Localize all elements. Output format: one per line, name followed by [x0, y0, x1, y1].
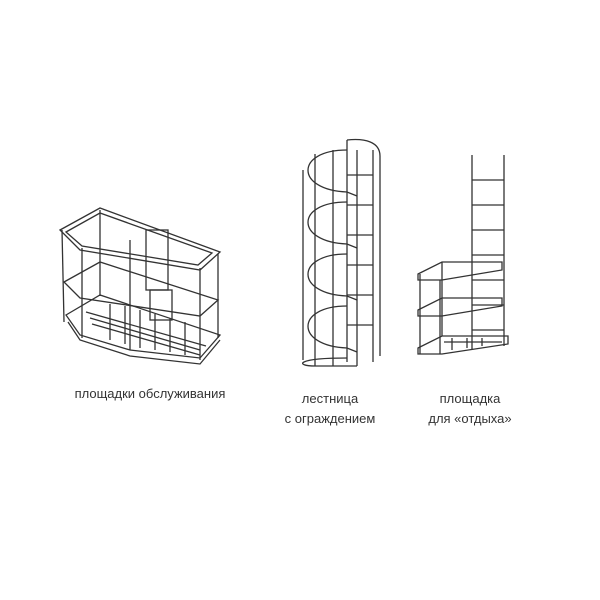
label-line: для «отдыха» [428, 411, 512, 426]
label-line: лестница [301, 391, 359, 406]
rest-platform-drawing [417, 155, 509, 355]
label-line: площадка [439, 391, 501, 406]
caged-ladder-label: лестница с ограждением [270, 389, 390, 429]
service-platform-drawing [58, 207, 222, 365]
service-platform-label: площадки обслуживания [50, 384, 250, 404]
rest-platform-label: площадка для «отдыха» [410, 389, 530, 429]
label-line: площадки обслуживания [74, 386, 226, 401]
caged-ladder-drawing [302, 138, 381, 367]
label-line: с ограждением [284, 411, 376, 426]
